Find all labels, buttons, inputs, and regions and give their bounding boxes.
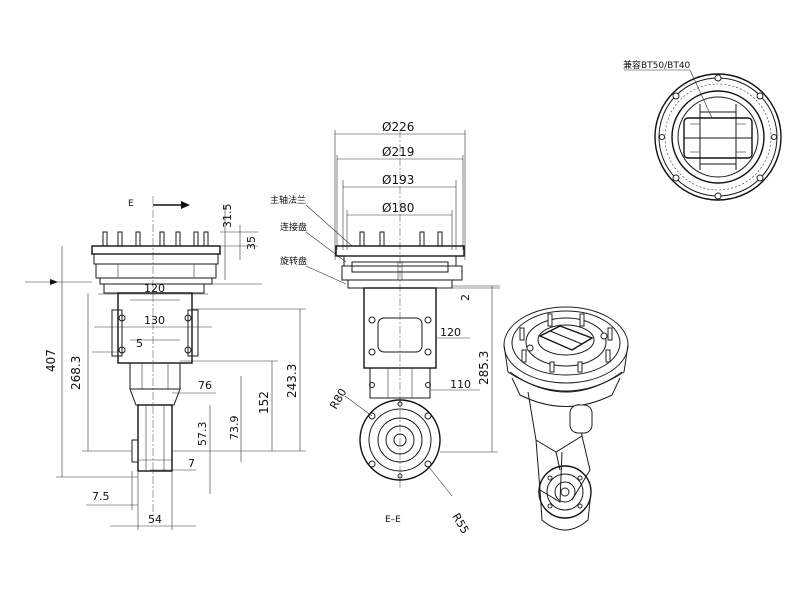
isometric-view <box>503 306 629 531</box>
dim-31-5: 31.5 <box>221 204 234 229</box>
top-outer-ring <box>654 73 782 201</box>
section-window <box>377 317 423 353</box>
dim-120: 120 <box>144 282 165 295</box>
iso-side-window <box>569 404 593 434</box>
label-rotating-plate: 旋转盘 <box>280 255 307 267</box>
dia-180: Ø180 <box>382 201 414 215</box>
body-upper <box>117 292 193 364</box>
top-view: 兼容BT50/BT40 <box>623 59 782 201</box>
dim-r55: R55 <box>449 511 471 536</box>
dim-35: 35 <box>245 236 258 250</box>
dim-7-5: 7.5 <box>92 490 110 503</box>
dim-57-3: 57.3 <box>196 422 209 447</box>
section-arrow-head <box>181 201 190 209</box>
top-bolt-holes <box>659 74 777 200</box>
dim-120-sec: 120 <box>440 326 461 339</box>
dim-54: 54 <box>148 513 162 526</box>
dim-73-9: 73.9 <box>228 416 241 441</box>
body-neck <box>129 362 181 390</box>
section-head-outer <box>359 399 441 481</box>
section-title: E–E <box>385 515 401 525</box>
top-inner-ring <box>671 90 765 184</box>
dim-152: 152 <box>257 391 271 414</box>
dim-r80: R80 <box>327 386 349 411</box>
iso-pins <box>519 313 613 373</box>
dim-76: 76 <box>198 379 212 392</box>
dim-2: 2 <box>459 294 472 301</box>
dim-7: 7 <box>188 457 195 470</box>
compat-label: 兼容BT50/BT40 <box>623 59 691 71</box>
section-cut-label: E <box>128 199 134 209</box>
rotating-plate <box>95 263 217 279</box>
dia-193: Ø193 <box>382 173 414 187</box>
connecting-plate <box>93 253 219 265</box>
section-pins <box>359 231 443 247</box>
dim-110: 110 <box>450 378 471 391</box>
spindle-flange <box>91 245 221 255</box>
dim-407: 407 <box>44 349 58 372</box>
dim-243-3: 243.3 <box>285 364 299 398</box>
section-view: Ø226 Ø219 Ø193 Ø180 主轴法兰 连接盘 旋转盘 <box>270 120 500 536</box>
label-connecting-plate: 连接盘 <box>280 221 307 233</box>
label-spindle-flange: 主轴法兰 <box>270 194 306 206</box>
dim-268-3: 268.3 <box>69 356 83 390</box>
front-view: E <box>25 196 306 530</box>
spindle-head <box>137 404 173 472</box>
dim-130: 130 <box>144 314 165 327</box>
dim-5: 5 <box>136 337 143 350</box>
dia-219: Ø219 <box>382 145 414 159</box>
dim-285-3: 285.3 <box>477 351 491 385</box>
dia-226: Ø226 <box>382 120 414 134</box>
flange-pins <box>102 231 209 247</box>
